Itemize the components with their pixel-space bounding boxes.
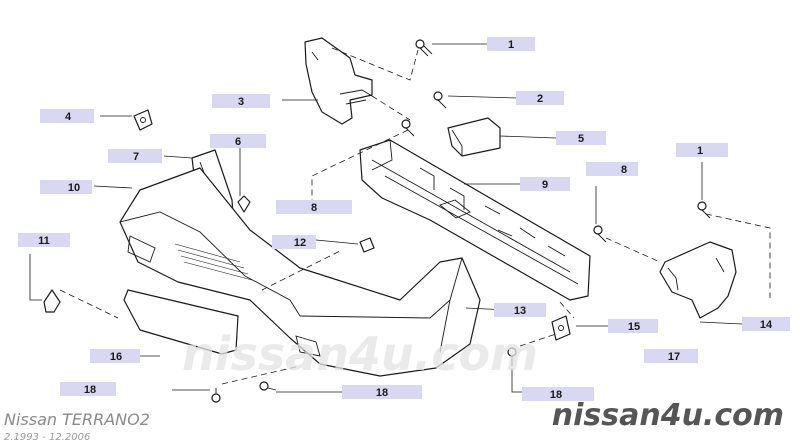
svg-text:5: 5 — [578, 133, 584, 145]
svg-text:10: 10 — [68, 182, 80, 194]
svg-text:18: 18 — [376, 387, 388, 399]
footer-brand: nissan4u.com — [552, 398, 784, 433]
part-bumper-fascia — [119, 167, 481, 377]
callout-17: 17 — [644, 349, 698, 363]
callout-4: 4 — [40, 109, 94, 123]
svg-text:18: 18 — [550, 389, 562, 401]
part-reinforcement-beam — [359, 139, 591, 301]
bolt-icon-2 — [433, 91, 447, 109]
svg-text:7: 7 — [133, 151, 139, 163]
svg-text:8: 8 — [621, 164, 627, 176]
part-lower-panel — [123, 289, 239, 355]
svg-text:12: 12 — [294, 237, 306, 249]
svg-text:18: 18 — [84, 384, 96, 396]
clip-icon-6 — [237, 195, 251, 213]
svg-text:8: 8 — [311, 202, 317, 214]
svg-text:16: 16 — [110, 351, 122, 363]
svg-text:11: 11 — [38, 235, 50, 247]
callout-8-mid: 8 — [276, 200, 352, 214]
callout-9: 9 — [520, 177, 570, 191]
watermark-text: nissan4u.com — [182, 327, 538, 381]
leader-lines — [29, 43, 743, 393]
svg-text:17: 17 — [668, 351, 680, 363]
bolt-icon-18-right — [507, 347, 517, 366]
svg-text:13: 13 — [514, 305, 526, 317]
callout-18-right: 18 — [522, 387, 594, 401]
svg-text:1: 1 — [697, 145, 703, 157]
bolt-icon-18-left — [211, 388, 221, 403]
part-bracket-left — [304, 37, 373, 125]
callout-15: 15 — [608, 319, 658, 333]
bolt-icon-3 — [401, 119, 415, 137]
svg-text:9: 9 — [542, 179, 548, 191]
callout-16: 16 — [90, 349, 140, 363]
svg-text:2: 2 — [537, 93, 543, 105]
callout-14: 14 — [742, 317, 790, 331]
callout-1-right: 1 — [676, 143, 728, 157]
part-bracket-right — [659, 241, 737, 319]
clip-icon-12 — [359, 237, 375, 253]
callout-18-left: 18 — [60, 382, 116, 396]
svg-text:4: 4 — [65, 111, 72, 123]
footer-years: 2.1993 - 12.2006 — [4, 432, 90, 443]
assembly-dashed-lines — [59, 47, 771, 385]
bolt-icon-18-mid — [259, 381, 277, 391]
bolt-icon-8-right — [593, 225, 607, 243]
part-pad — [447, 117, 501, 157]
callout-1-top: 1 — [487, 37, 535, 51]
callout-5: 5 — [556, 131, 606, 145]
svg-text:3: 3 — [238, 96, 244, 108]
callout-7: 7 — [108, 149, 162, 163]
svg-text:15: 15 — [628, 321, 640, 333]
callout-11: 11 — [18, 233, 70, 247]
callout-10: 10 — [40, 180, 92, 194]
callout-6: 6 — [210, 134, 266, 148]
svg-text:14: 14 — [760, 319, 773, 331]
clip-icon-15 — [551, 315, 571, 341]
footer-model: Nissan TERRANO2 — [4, 410, 150, 429]
callout-18-mid: 18 — [342, 385, 422, 399]
callout-3: 3 — [212, 94, 270, 108]
callout-13: 13 — [494, 303, 546, 317]
svg-text:1: 1 — [508, 39, 514, 51]
callout-12: 12 — [272, 235, 316, 249]
clip-icon-4 — [133, 109, 153, 131]
clip-icon-11 — [43, 289, 61, 313]
svg-text:6: 6 — [235, 136, 241, 148]
callout-2: 2 — [516, 91, 564, 105]
bolt-icon-1-right — [697, 201, 711, 219]
callout-8-right: 8 — [586, 162, 638, 176]
bolt-icon-1-top — [415, 39, 433, 57]
